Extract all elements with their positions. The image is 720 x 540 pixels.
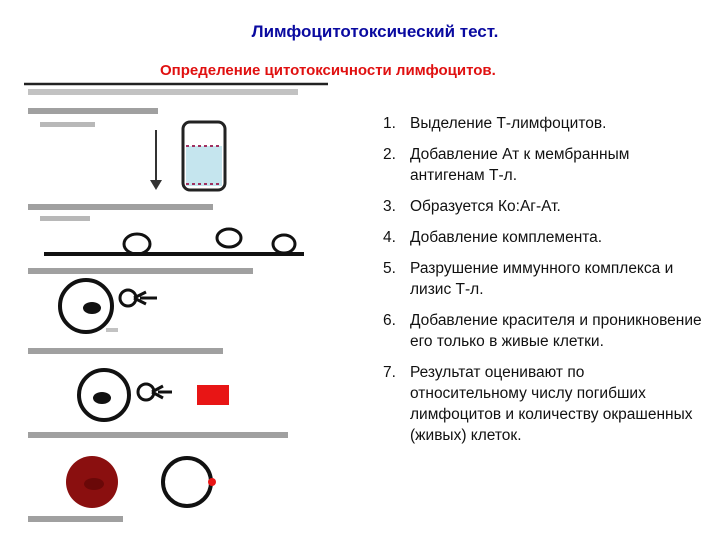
tube-liquid — [186, 146, 222, 186]
sedimentation-arrow-head — [150, 180, 162, 190]
diagram-caption-blur — [28, 89, 298, 95]
cell-membrane-3 — [271, 233, 297, 255]
step-number: 5. — [383, 260, 396, 277]
step-text: Выделение Т-лимфоцитов. — [410, 115, 607, 132]
complement-fork — [151, 384, 172, 400]
dye-block — [197, 385, 229, 405]
step1-subcaption-blur — [40, 122, 95, 127]
step-number: 1. — [383, 115, 396, 132]
step-item: 3. Образуется Ко:Аг-Ат. — [383, 196, 703, 217]
diagram-bottom-caption-blur — [28, 516, 123, 522]
procedure-diagram — [22, 80, 332, 525]
step1-caption-blur — [28, 108, 158, 114]
step2-caption-blur — [28, 204, 213, 210]
step-number: 6. — [383, 312, 396, 329]
step-text: Разрушение иммунного комплекса и лизис Т… — [410, 260, 674, 298]
antibody-binding-site — [118, 288, 138, 308]
step4-caption-blur — [28, 348, 223, 354]
step5-caption-blur — [28, 432, 288, 438]
antibody-label-blur — [106, 328, 118, 332]
unstained-cell — [161, 456, 213, 508]
step-text: Добавление красителя и проникновение его… — [410, 312, 702, 350]
step-number: 4. — [383, 229, 396, 246]
slide-title: Лимфоцитотоксический тест. — [251, 22, 499, 41]
stained-cell-center — [84, 478, 104, 490]
step-item: 5. Разрушение иммунного комплекса и лизис… — [383, 258, 703, 300]
step-text: Добавление Ат к мембранным антигенам Т-л… — [410, 146, 630, 184]
step2-subcaption-blur — [40, 216, 90, 221]
step-text: Результат оценивают по относительному чи… — [410, 364, 693, 444]
procedure-diagram-svg — [24, 82, 328, 522]
step-item: 4. Добавление комплемента. — [383, 227, 703, 248]
cell-membrane-2 — [215, 227, 243, 249]
lymphocyte-nucleus — [83, 302, 101, 314]
step-item: 6. Добавление красителя и проникновение е… — [383, 310, 703, 352]
step-text: Добавление комплемента. — [410, 229, 603, 246]
step-item: 7. Результат оценивают по относительному … — [383, 362, 703, 446]
step-number: 3. — [383, 198, 396, 215]
complement-binding-site — [136, 382, 156, 402]
cell-membrane-1 — [122, 232, 152, 256]
complex-cell-nucleus — [93, 392, 111, 404]
step-number: 2. — [383, 146, 396, 163]
unstained-cell-dot — [208, 478, 216, 486]
slide-subtitle: Определение цитотоксичности лимфоцитов. — [160, 62, 496, 79]
steps-list: 1. Выделение Т-лимфоцитов. 2. Добавление А… — [383, 113, 703, 456]
step-number: 7. — [383, 364, 396, 381]
step-item: 2. Добавление Ат к мембранным антигенам Т… — [383, 144, 703, 186]
step3-caption-blur — [28, 268, 253, 274]
step-item: 1. Выделение Т-лимфоцитов. — [383, 113, 703, 134]
antibody-fork — [133, 290, 157, 306]
step-text: Образуется Ко:Аг-Ат. — [410, 198, 561, 215]
